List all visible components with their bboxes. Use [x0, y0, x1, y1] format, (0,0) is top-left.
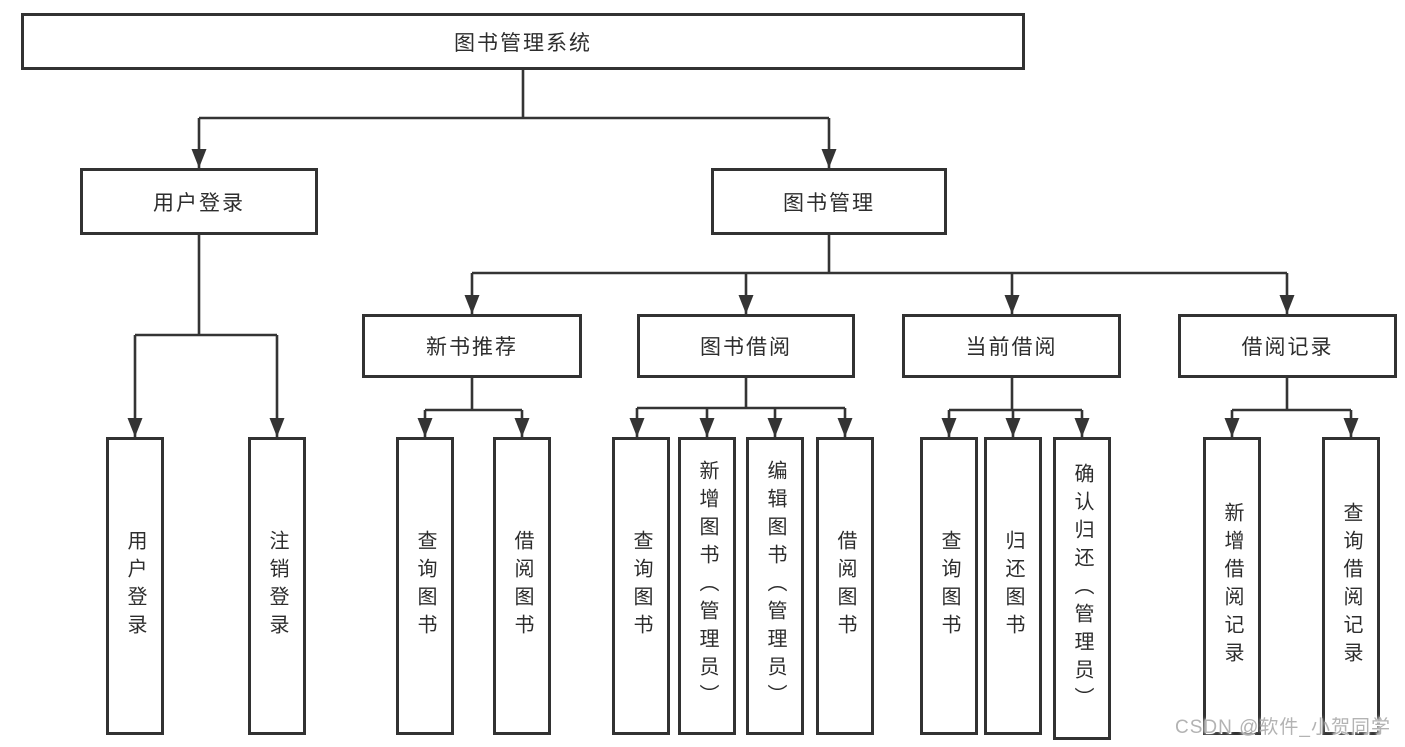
leaf-borrow-books-recommend: 借阅图书 [493, 437, 551, 735]
leaf-user-login: 用户登录 [106, 437, 164, 735]
leaf-label: 借阅图书 [511, 530, 533, 642]
leaf-return-books: 归还图书 [984, 437, 1042, 735]
node-label: 用户登录 [153, 191, 245, 215]
leaf-label: 新增图书（管理员） [696, 460, 718, 712]
leaf-add-borrow-record: 新增借阅记录 [1203, 437, 1261, 735]
node-new-book-recommend: 新书推荐 [362, 314, 582, 378]
node-label: 图书管理系统 [454, 31, 592, 55]
leaf-label: 确认归还（管理员） [1071, 462, 1093, 715]
leaf-label: 注销登录 [266, 530, 288, 642]
node-book-borrowing: 图书借阅 [637, 314, 855, 378]
leaf-add-books-admin: 新增图书（管理员） [678, 437, 736, 735]
leaf-label: 用户登录 [124, 530, 146, 642]
node-borrowing-records: 借阅记录 [1178, 314, 1397, 378]
leaf-query-borrow-record: 查询借阅记录 [1322, 437, 1380, 735]
leaf-edit-books-admin: 编辑图书（管理员） [746, 437, 804, 735]
leaf-borrow-books: 借阅图书 [816, 437, 874, 735]
leaf-query-books-current: 查询图书 [920, 437, 978, 735]
node-book-management-system: 图书管理系统 [21, 13, 1025, 70]
node-label: 当前借阅 [965, 336, 1058, 359]
node-label: 图书借阅 [700, 336, 792, 359]
leaf-label: 编辑图书（管理员） [764, 460, 786, 712]
leaf-label: 查询借阅记录 [1340, 502, 1362, 670]
leaf-confirm-return-admin: 确认归还（管理员） [1053, 437, 1111, 740]
leaf-label: 新增借阅记录 [1221, 502, 1243, 670]
node-label: 借阅记录 [1241, 336, 1334, 359]
leaf-query-books-recommend: 查询图书 [396, 437, 454, 735]
node-label: 新书推荐 [426, 336, 518, 359]
leaf-label: 查询图书 [414, 530, 436, 642]
leaf-label: 查询图书 [938, 530, 960, 642]
leaf-query-books-borrowing: 查询图书 [612, 437, 670, 735]
leaf-label: 归还图书 [1002, 530, 1024, 642]
node-book-management: 图书管理 [711, 168, 947, 235]
node-label: 图书管理 [783, 191, 875, 215]
node-current-borrowing: 当前借阅 [902, 314, 1121, 378]
csdn-watermark: CSDN @软件_小贺同学 [1175, 717, 1391, 738]
node-user-login: 用户登录 [80, 168, 318, 235]
leaf-logout: 注销登录 [248, 437, 306, 735]
leaf-label: 查询图书 [630, 530, 652, 642]
leaf-label: 借阅图书 [834, 530, 856, 642]
